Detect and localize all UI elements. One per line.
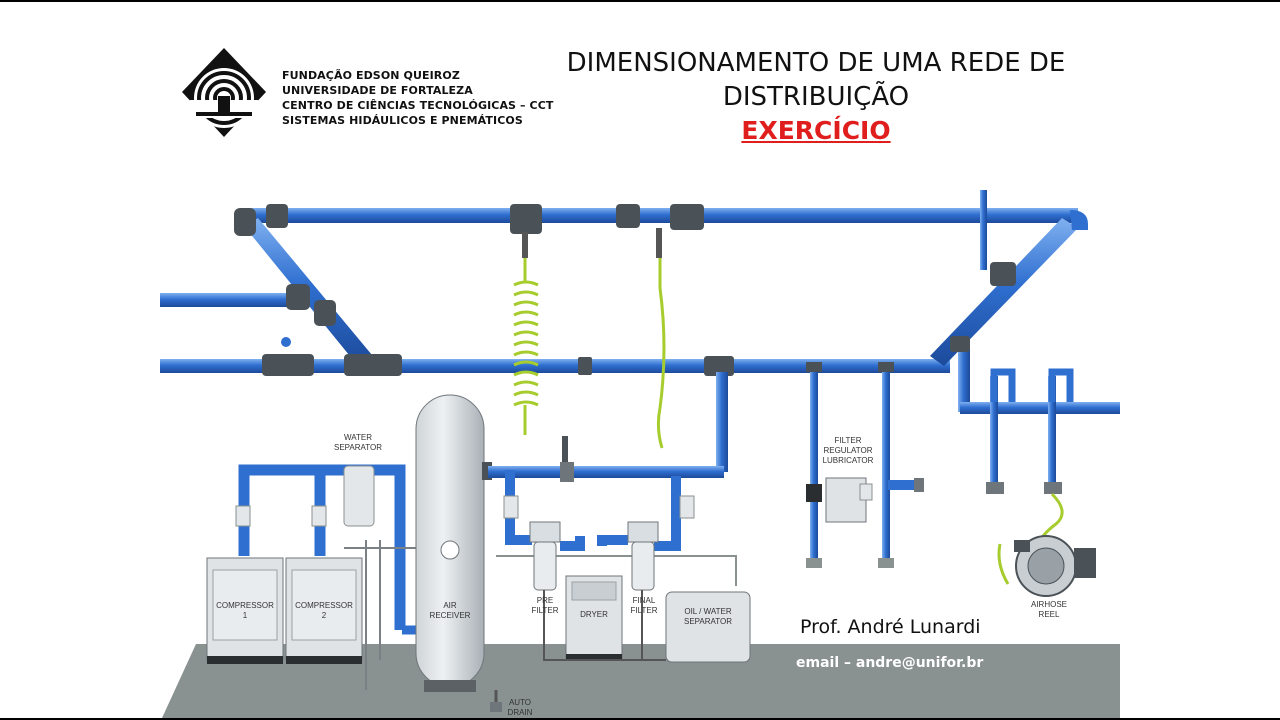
coiled-air-hose — [513, 258, 666, 449]
label-compressor1-1: COMPRESSOR — [216, 601, 274, 610]
label-auto-drain-2: DRAIN — [508, 708, 533, 717]
label-air-receiver-1: AIR — [443, 601, 457, 610]
air-receiver-tank — [415, 394, 502, 712]
label-final-filter-2: FILTER — [631, 606, 658, 615]
label-water-separator-1: WATER — [344, 433, 372, 442]
dryer — [565, 575, 623, 660]
bottom-border — [0, 718, 1280, 720]
oil-water-separator — [543, 590, 751, 663]
compressor-1 — [206, 557, 284, 664]
label-pre-filter-2: FILTER — [532, 606, 559, 615]
institution-line: CENTRO DE CIÊNCIAS TECNOLÓGICAS – CCT — [282, 99, 554, 112]
top-border — [0, 0, 1280, 2]
final-filter — [627, 521, 659, 591]
university-logo — [182, 48, 266, 137]
pre-filter — [529, 521, 561, 591]
institution-block: FUNDAÇÃO EDSON QUEIROZ UNIVERSIDADE DE F… — [282, 68, 554, 128]
compressor-2 — [285, 557, 363, 664]
label-compressor1-2: 1 — [243, 611, 248, 620]
airhose-reel — [986, 482, 1096, 597]
floor — [162, 644, 1120, 718]
label-final-filter-1: FINAL — [633, 596, 656, 605]
slide-title: DIMENSIONAMENTO DE UMA REDE DE DISTRIBUI… — [556, 46, 1076, 148]
drop-lines — [522, 228, 1074, 562]
professor-name: Prof. André Lunardi — [800, 616, 981, 638]
label-filter-1: FILTER — [835, 436, 862, 445]
label-compressor2-1: COMPRESSOR — [295, 601, 353, 610]
label-oil-water-2: SEPARATOR — [684, 617, 732, 626]
professor-email: email – andre@unifor.br — [796, 655, 984, 671]
label-airhose-2: REEL — [1039, 610, 1060, 619]
pipe-fittings — [234, 204, 1016, 376]
institution-line: UNIVERSIDADE DE FORTALEZA — [282, 84, 473, 97]
institution-line: SISTEMAS HIDÁULICOS E PNEMÁTICOS — [282, 114, 523, 127]
label-auto-drain-1: AUTO — [509, 698, 531, 707]
label-dryer: DRYER — [580, 610, 608, 619]
air-treatment-line — [488, 436, 737, 586]
institution-line: FUNDAÇÃO EDSON QUEIROZ — [282, 69, 460, 82]
filter-regulator-lubricator — [806, 477, 924, 568]
slide-subtitle: EXERCÍCIO — [741, 116, 891, 145]
label-compressor2-2: 2 — [322, 611, 327, 620]
label-oil-water-1: OIL / WATER — [684, 607, 731, 616]
label-air-receiver-2: RECEIVER — [430, 611, 471, 620]
title-line-2: DISTRIBUIÇÃO — [722, 82, 910, 112]
label-pre-filter-1: PRE — [537, 596, 553, 605]
label-water-separator-2: SEPARATOR — [334, 443, 382, 452]
label-filter-3: LUBRICATOR — [823, 456, 874, 465]
label-filter-2: REGULATOR — [823, 446, 872, 455]
title-line-1: DIMENSIONAMENTO DE UMA REDE DE — [566, 48, 1066, 78]
label-airhose-1: AIRHOSE — [1031, 600, 1067, 609]
